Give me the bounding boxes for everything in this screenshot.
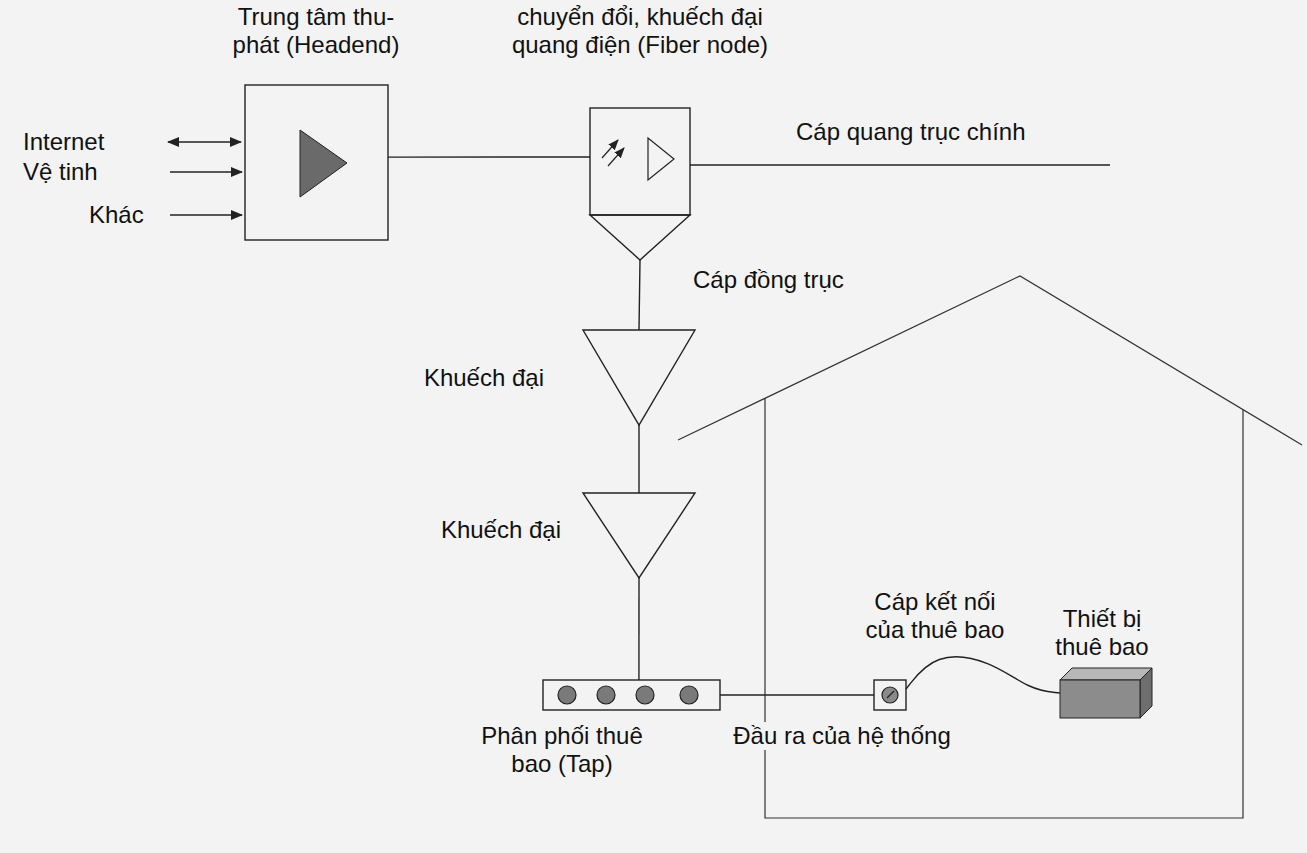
headend-box: Trung tâm thu-phát (Headend) <box>245 85 388 240</box>
node-label: Đầu ra của hệ thống <box>732 722 952 750</box>
cable-line <box>639 260 640 330</box>
box-outline <box>874 680 906 710</box>
amplifier-triangle: Khuếch đại <box>583 330 695 425</box>
tap-port <box>597 686 615 704</box>
tap-port <box>636 686 654 704</box>
node-shape <box>245 85 388 240</box>
node-shape <box>543 680 720 710</box>
signal-label: Internet <box>22 128 105 156</box>
other-arrow <box>170 214 242 215</box>
outlet-pin <box>887 691 894 698</box>
amplifier-symbol <box>648 138 674 180</box>
device-front <box>1060 680 1140 718</box>
cable-line <box>906 657 1060 693</box>
node-label: Khuếch đại <box>440 516 562 544</box>
photodiode-symbol <box>602 140 624 166</box>
cable-label: Cáp đồng trục <box>692 266 845 294</box>
node-shape <box>874 680 906 710</box>
node-label: chuyển đổi, khuếch đại quang điện (Fiber… <box>494 3 786 58</box>
box-outline <box>543 680 720 710</box>
node-shape <box>590 108 690 260</box>
trunk-fiber-line <box>690 164 1110 165</box>
tap-port <box>680 686 698 704</box>
box-outline <box>245 85 388 240</box>
signal-label: Cáp quang trục chính <box>795 118 1027 146</box>
tap-box: Phân phối thuê bao (Tap) <box>543 680 720 710</box>
amplifier-triangle: Khuếch đại <box>583 493 695 578</box>
node-shape <box>583 330 695 425</box>
cable-label: Cáp kết nối của thuê bao <box>854 588 1016 643</box>
cable-line <box>388 156 590 158</box>
box-outline <box>590 108 690 215</box>
signal-label: Khác <box>88 201 145 229</box>
cable-line <box>638 578 639 680</box>
splitter-funnel <box>590 215 690 260</box>
internet-arrow <box>168 141 241 142</box>
cable-line <box>720 694 874 695</box>
outlet-port <box>882 687 898 703</box>
device-side <box>1140 668 1152 718</box>
cable-line <box>638 425 639 493</box>
node-label: Phân phối thuê bao (Tap) <box>466 722 658 777</box>
device-top <box>1060 668 1152 680</box>
node-label: Thiết bị thuê bao <box>1041 605 1163 660</box>
house-outline <box>678 276 1302 818</box>
triangle-outline <box>583 493 695 578</box>
triangle-outline <box>583 330 695 425</box>
fiber-node-box: chuyển đổi, khuếch đại quang điện (Fiber… <box>590 108 690 260</box>
node-shape <box>1060 668 1152 718</box>
outlet-box: Đầu ra của hệ thống <box>874 680 906 710</box>
amplifier-symbol <box>300 130 347 197</box>
tap-port <box>558 686 576 704</box>
subscriber-device: Thiết bị thuê bao <box>1060 668 1152 718</box>
satellite-arrow <box>170 171 242 172</box>
node-label: Khuếch đại <box>423 364 545 392</box>
node-label: Trung tâm thu-phát (Headend) <box>228 3 405 58</box>
signal-label: Vệ tinh <box>22 158 99 186</box>
node-shape <box>583 493 695 578</box>
